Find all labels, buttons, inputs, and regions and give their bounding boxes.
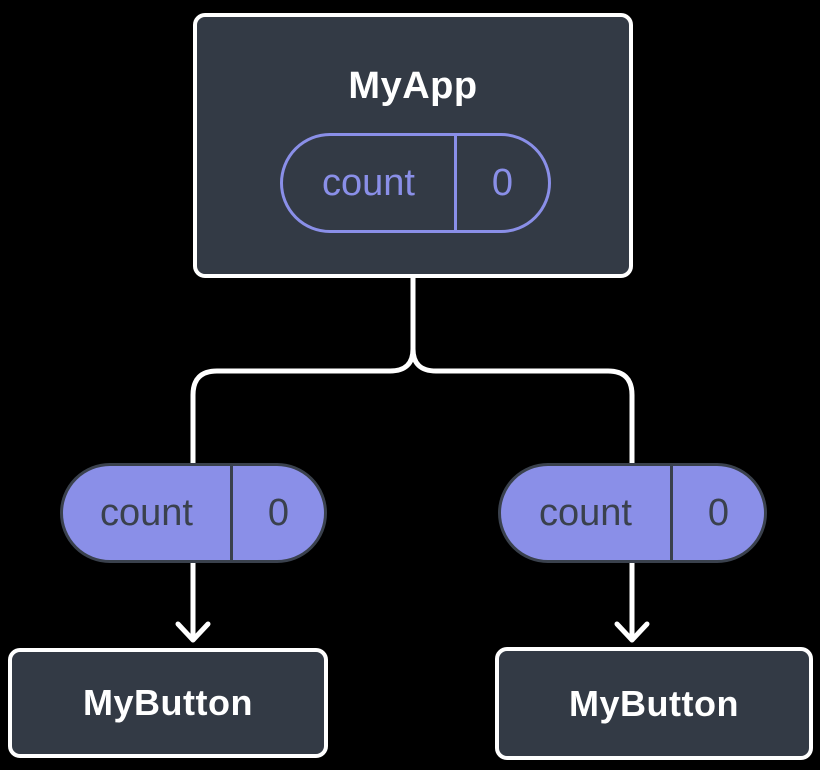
state-name: count <box>322 161 415 204</box>
node-title: MyApp <box>348 65 478 107</box>
prop-pill-left: count 0 <box>60 463 327 563</box>
prop-pill-right: count 0 <box>498 463 767 563</box>
arrow-down-icon <box>614 621 650 643</box>
prop-name: count <box>539 491 632 534</box>
state-pill: count 0 <box>280 133 551 233</box>
arrow-down-icon <box>175 621 211 643</box>
branch-line-right <box>410 269 635 471</box>
prop-value: 0 <box>670 466 764 560</box>
prop-value: 0 <box>230 466 324 560</box>
state-value: 0 <box>454 136 548 230</box>
node-myapp: MyApp count 0 <box>193 13 633 278</box>
prop-name: count <box>100 491 193 534</box>
node-title: MyButton <box>569 682 739 724</box>
node-title: MyButton <box>83 682 253 723</box>
branch-line-left <box>190 269 416 471</box>
node-mybutton-left: MyButton <box>8 648 328 758</box>
node-mybutton-right: MyButton <box>495 647 813 760</box>
